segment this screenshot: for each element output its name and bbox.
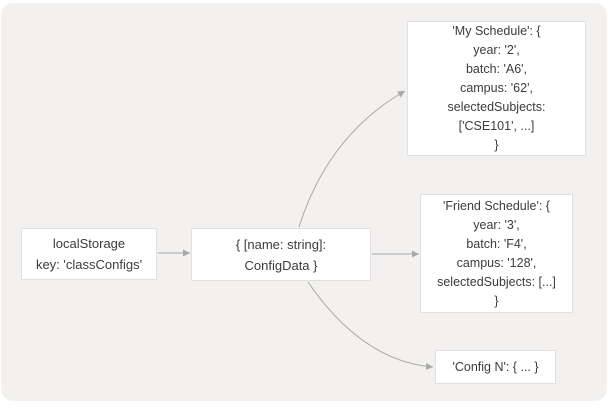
node-text-line: campus: '62', bbox=[460, 81, 533, 95]
node-text-line: } bbox=[494, 138, 499, 152]
node-text-line: { [name: string]: bbox=[235, 236, 327, 252]
node-config-n: 'Config N': { ... } bbox=[435, 350, 556, 384]
node-text-line: localStorage bbox=[52, 236, 126, 251]
node-text-line: batch: 'A6', bbox=[465, 62, 528, 76]
node-text-line: year: '3', bbox=[473, 217, 520, 232]
node-text-line: key: 'classConfigs' bbox=[35, 257, 143, 272]
node-text-line: 'Friend Schedule': { bbox=[443, 198, 550, 213]
node-text-line: ['CSE101', ...] bbox=[458, 119, 535, 133]
node-text-line: year: '2', bbox=[473, 43, 520, 57]
node-localstorage: localStorage key: 'classConfigs' bbox=[21, 228, 157, 280]
node-text-line: selectedSubjects: bbox=[447, 100, 546, 114]
node-text-line: 'My Schedule': { bbox=[452, 24, 541, 38]
node-config-map: { [name: string]: ConfigData } bbox=[191, 228, 371, 281]
node-text-line: selectedSubjects: [...] bbox=[437, 274, 556, 289]
node-friend-schedule: 'Friend Schedule': { year: '3', batch: '… bbox=[420, 194, 573, 313]
node-text-line: campus: '128', bbox=[456, 255, 537, 270]
node-text-line: 'Config N': { ... } bbox=[452, 359, 539, 374]
node-text-line: ConfigData } bbox=[244, 257, 318, 273]
node-text-line: batch: 'F4', bbox=[466, 236, 527, 251]
node-my-schedule: 'My Schedule': { year: '2', batch: 'A6',… bbox=[407, 21, 586, 156]
node-text-line: } bbox=[494, 293, 499, 308]
